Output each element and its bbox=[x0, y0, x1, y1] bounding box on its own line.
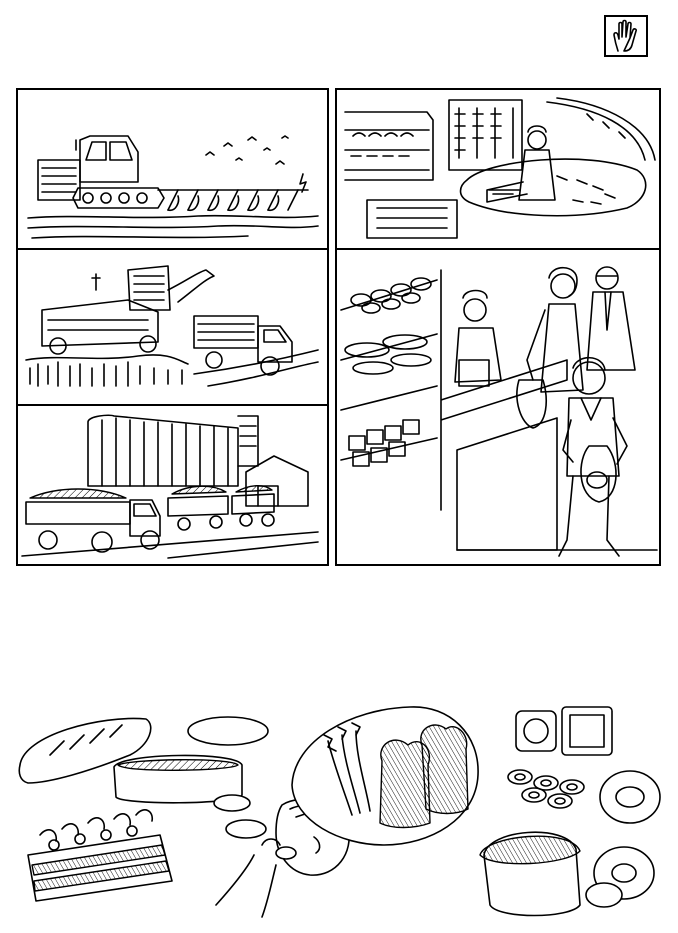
bread-tin-icon bbox=[113, 754, 243, 804]
hand-icon bbox=[604, 15, 648, 57]
kulich-icon bbox=[479, 831, 581, 917]
bagels-icon bbox=[585, 770, 661, 908]
bakery-panel bbox=[335, 88, 661, 250]
pastry-icon bbox=[515, 706, 613, 756]
bakery-production-icon bbox=[344, 97, 656, 239]
bread-products-illustration bbox=[10, 705, 670, 927]
cake-icon bbox=[27, 809, 173, 902]
oval-bread-icon bbox=[187, 716, 269, 746]
pretzels-icon bbox=[507, 769, 585, 809]
bread-shop-icon bbox=[340, 266, 658, 557]
loaf-icon bbox=[18, 717, 152, 784]
wheat-sacks-icon bbox=[291, 706, 479, 846]
harvest-panel bbox=[16, 248, 329, 406]
plowing-panel bbox=[16, 88, 329, 250]
elevator-panel bbox=[16, 404, 329, 566]
tractor-plowing-icon bbox=[27, 135, 319, 239]
combine-harvester-icon bbox=[25, 265, 319, 387]
grain-elevator-icon bbox=[21, 414, 319, 559]
pie-icon bbox=[213, 794, 267, 839]
shop-panel bbox=[335, 248, 661, 566]
